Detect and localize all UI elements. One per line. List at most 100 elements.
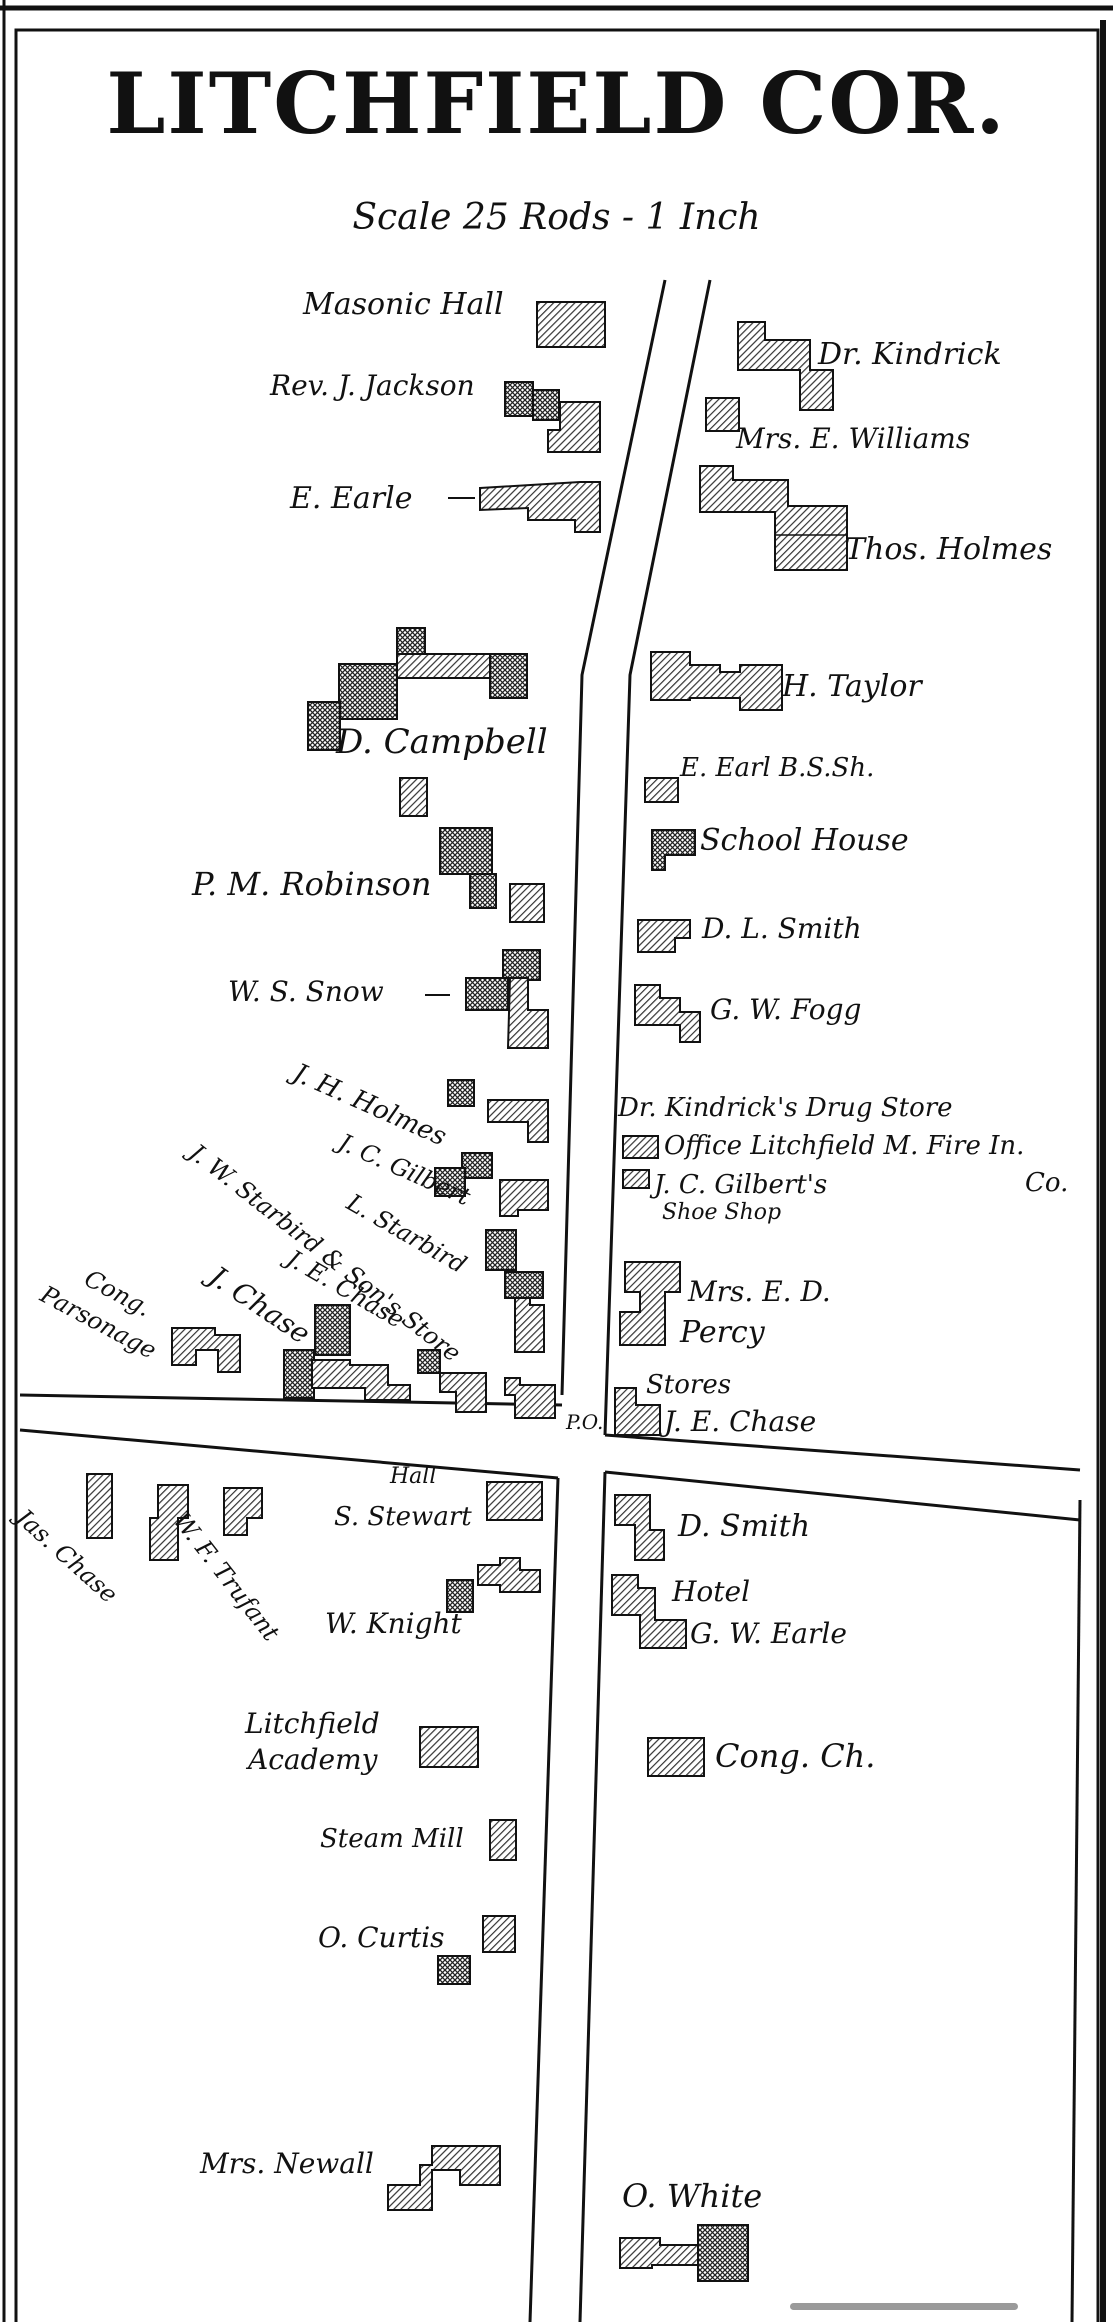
- label-o-white: O. White: [622, 2177, 763, 2215]
- label-je-chase-e: J. E. Chase: [664, 1405, 817, 1438]
- building-robinson-cross: [439, 827, 493, 875]
- label-mrs-percy-2: Percy: [680, 1315, 765, 1350]
- label-masonic-hall: Masonic Hall: [303, 287, 504, 322]
- map-title: LITCHFIELD COR.: [106, 54, 1007, 153]
- building-taylor: [650, 651, 783, 711]
- label-co: Co.: [1025, 1168, 1069, 1198]
- building-robinson-hatch: [509, 883, 545, 923]
- building-jackson-3: [547, 401, 601, 453]
- building-gilbert-1: [461, 1152, 493, 1179]
- building-parsonage: [171, 1327, 241, 1373]
- label-academy-2: Academy: [248, 1743, 378, 1776]
- building-holmes-jh-1: [447, 1079, 475, 1107]
- building-campbell-cross: [338, 663, 398, 720]
- label-dl-smith: D. L. Smith: [702, 912, 862, 945]
- label-e-earl-bssh: E. Earl B.S.Sh.: [680, 753, 875, 783]
- building-chase-row-1: [311, 1359, 411, 1401]
- building-starbird-1: [485, 1229, 517, 1271]
- building-jackson-2: [532, 389, 560, 421]
- building-williams: [705, 397, 740, 432]
- building-robinson-sm: [469, 873, 497, 909]
- label-d-smith: D. Smith: [678, 1509, 811, 1544]
- cross-road-north-east: [604, 1433, 1081, 1472]
- label-o-curtis: O. Curtis: [318, 1921, 445, 1954]
- building-fogg: [634, 984, 701, 1043]
- building-stewart: [486, 1481, 543, 1521]
- building-snow-3: [506, 977, 549, 1049]
- label-stores: Stores: [646, 1370, 732, 1400]
- building-hotel: [611, 1574, 687, 1649]
- building-academy: [419, 1726, 479, 1768]
- building-dl-smith: [637, 919, 691, 953]
- building-chase-small: [283, 1349, 315, 1399]
- cross-road-south-east: [604, 1470, 1081, 1522]
- label-d-campbell: D. Campbell: [336, 722, 548, 762]
- roads: [19, 279, 1082, 2322]
- cross-road-south-west: [19, 1428, 559, 1480]
- label-school-house: School House: [700, 823, 909, 858]
- building-snow-2: [465, 977, 509, 1011]
- building-office-fire: [622, 1135, 659, 1159]
- label-hotel: Hotel: [672, 1575, 751, 1608]
- building-campbell-sq: [489, 653, 528, 699]
- building-je-chase-store: [614, 1387, 661, 1436]
- building-white-hatch: [619, 2237, 699, 2269]
- building-gilberts-shop: [622, 1169, 650, 1189]
- east-boundary-line: [1070, 1499, 1082, 2322]
- building-curtis-1: [482, 1915, 516, 1953]
- building-starbird-3: [514, 1297, 545, 1353]
- building-jackson-1: [504, 381, 534, 417]
- building-newall: [387, 2145, 501, 2211]
- label-pm-robinson: P. M. Robinson: [192, 865, 432, 903]
- label-e-earle: E. Earle: [290, 481, 413, 516]
- building-percy: [619, 1261, 681, 1346]
- building-white-cross: [697, 2224, 749, 2282]
- building-earl-bssh: [644, 777, 679, 803]
- label-h-taylor: H. Taylor: [782, 669, 922, 704]
- label-ws-snow: W. S. Snow: [228, 975, 384, 1008]
- building-chase-row-3: [439, 1372, 487, 1413]
- home-indicator[interactable]: [790, 2303, 1018, 2310]
- label-office-fire: Office Litchfield M. Fire In.: [664, 1131, 1025, 1161]
- main-road-east-edge: [603, 279, 712, 1436]
- leader-lines: [425, 497, 475, 996]
- label-mrs-williams: Mrs. E. Williams: [736, 422, 971, 455]
- building-starbird-2: [504, 1271, 544, 1299]
- building-gilbert-2: [434, 1167, 466, 1197]
- building-jas-chase: [86, 1473, 113, 1539]
- building-chase-row-2: [417, 1349, 441, 1374]
- label-steam-mill: Steam Mill: [320, 1824, 464, 1854]
- building-holmes-jh-2: [487, 1099, 549, 1143]
- building-campbell-small: [307, 701, 341, 751]
- building-e-earle: [479, 481, 601, 533]
- building-chase-row-4: [504, 1377, 556, 1419]
- building-chase-cross: [314, 1304, 351, 1356]
- label-cong-ch: Cong. Ch.: [715, 1737, 876, 1775]
- building-campbell-top: [396, 627, 426, 655]
- building-masonic-hall: [536, 301, 606, 348]
- label-rev-jackson: Rev. J. Jackson: [270, 369, 475, 402]
- label-hall: Hall: [390, 1464, 437, 1489]
- label-mrs-percy-1: Mrs. E. D.: [688, 1275, 831, 1308]
- label-jc-gilberts: J. C. Gilbert's: [654, 1170, 828, 1200]
- building-knight-cross: [446, 1579, 474, 1613]
- building-trufant-2: [223, 1487, 263, 1536]
- south-road-east-edge: [578, 1471, 607, 2322]
- south-road-west-edge: [528, 1477, 560, 2322]
- building-holmes: [699, 465, 848, 571]
- building-d-smith: [614, 1494, 665, 1561]
- building-kindrick: [737, 321, 834, 411]
- label-drug-store: Dr. Kindrick's Drug Store: [618, 1093, 953, 1123]
- label-academy-1: Litchfield: [245, 1707, 380, 1740]
- building-gilbert-3: [499, 1179, 549, 1217]
- label-po: P.O.: [566, 1410, 604, 1434]
- label-s-stewart: S. Stewart: [334, 1502, 472, 1532]
- building-steam-mill: [489, 1819, 517, 1861]
- label-thos-holmes: Thos. Holmes: [845, 532, 1053, 567]
- building-lone: [399, 777, 428, 817]
- label-w-knight: W. Knight: [325, 1607, 462, 1640]
- label-gw-fogg: G. W. Fogg: [710, 993, 862, 1026]
- building-snow-1: [502, 949, 541, 981]
